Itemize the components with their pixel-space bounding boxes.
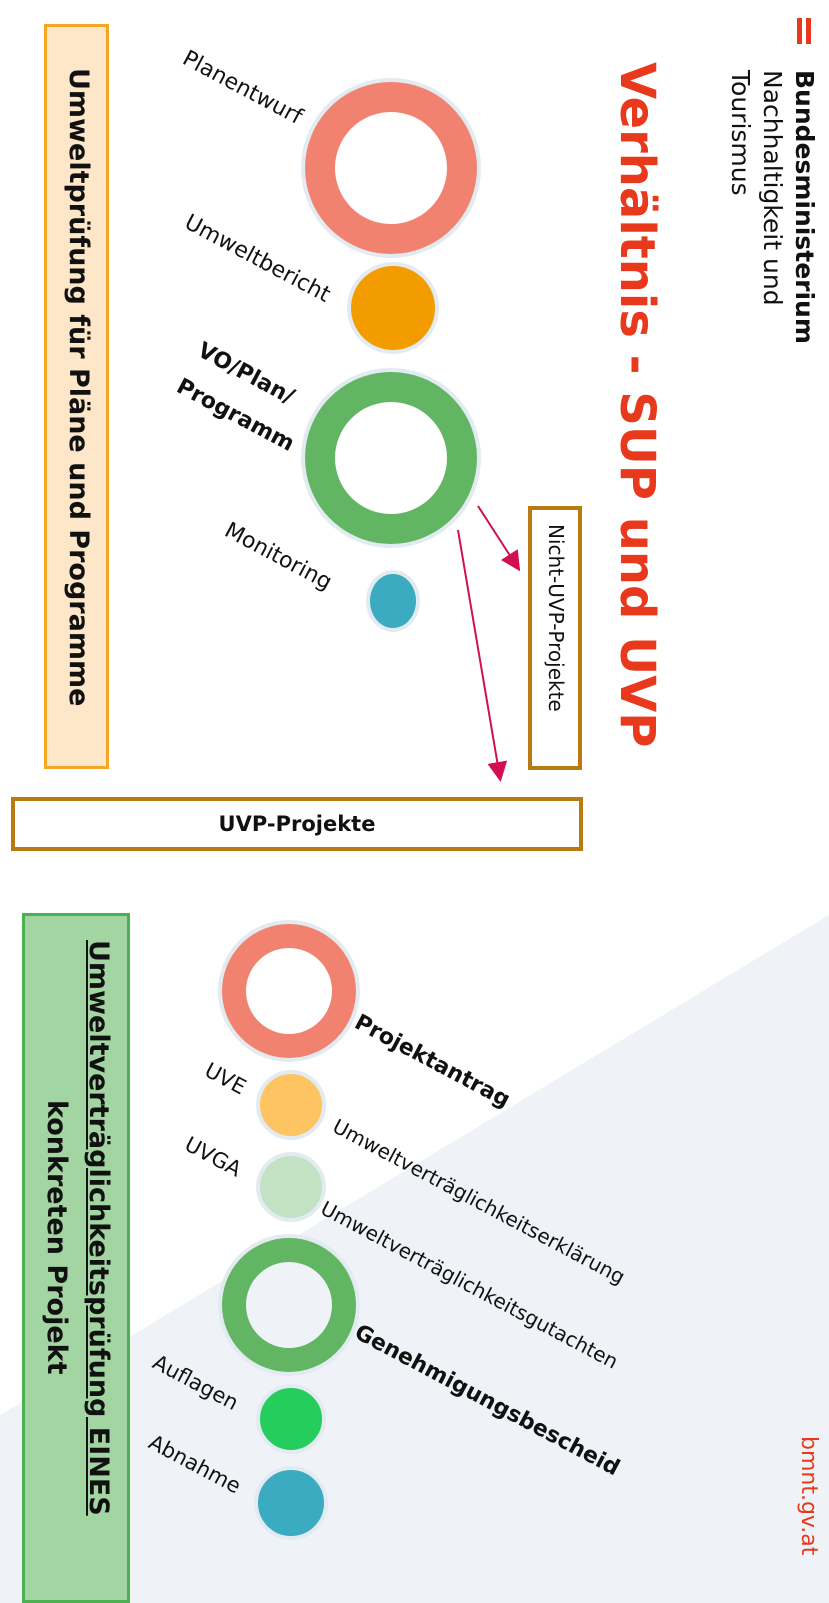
uvp-step-projektantrag-ring (222, 924, 356, 1058)
uvp-heading-line1: Umweltverträglichkeitsprüfung EINES (83, 940, 114, 1516)
sup-step-monitoring-dot (366, 570, 420, 632)
sup-step-umweltbericht-dot (347, 262, 439, 354)
uvp-heading-box (22, 913, 130, 1603)
arrow-to-nicht-uvp (477, 505, 521, 572)
brand-logo-mark (797, 18, 823, 44)
uvp-label: UVP-Projekte (218, 812, 376, 836)
uvp-step-abnahme-dot (254, 1466, 328, 1540)
uvp-box: UVP-Projekte (11, 797, 583, 851)
arrow-to-uvp (457, 529, 508, 782)
uvp-step-auflagen-dot (256, 1384, 326, 1454)
nicht-uvp-box (528, 506, 582, 770)
uvp-step-uvga-dot (256, 1152, 326, 1222)
sup-heading-box (44, 24, 109, 769)
uvp-step-uve-dot (256, 1070, 326, 1140)
uvp-step-genehmigung-ring (222, 1238, 356, 1372)
nicht-uvp-label: Nicht-UVP-Projekte (544, 524, 568, 712)
uvp-heading-line2: konkreten Projekt (41, 1100, 72, 1375)
